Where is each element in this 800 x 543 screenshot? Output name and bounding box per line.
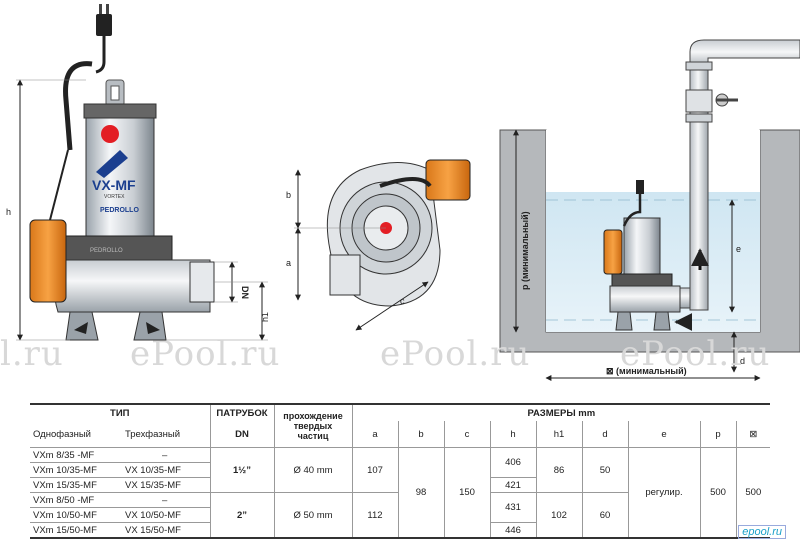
header-c: c <box>443 421 490 448</box>
h-row4: 431 <box>489 492 536 523</box>
pump-model-label: VX-MF <box>92 177 136 193</box>
sq-shared: 500 <box>735 447 771 539</box>
row-three: – <box>122 447 210 463</box>
header-three-phase: Трехфазный <box>122 421 210 448</box>
row-single: VXm 15/35-MF <box>30 477 122 493</box>
table-row: VXm 10/35-MF VX 10/35-MF <box>30 462 770 478</box>
h-row6: 446 <box>489 522 536 539</box>
p-shared: 500 <box>699 447 736 539</box>
dim-sq-min: ⊠ (минимальный) <box>606 366 687 376</box>
row-three: – <box>122 492 210 508</box>
table-row: VXm 8/50 -MF – 2” Ø 50 mm 112 431 102 60 <box>30 492 770 539</box>
b-shared: 98 <box>397 447 444 539</box>
h-row3: 421 <box>489 477 536 493</box>
header-dn: DN <box>209 421 274 448</box>
brand-logo: epool.ru <box>738 525 786 539</box>
header-b: b <box>397 421 444 448</box>
d-group1: 50 <box>581 447 628 493</box>
table-row: VXm 15/35-MF VX 15/35-MF 421 <box>30 477 770 493</box>
technical-drawing: VX-MF VORTEX PEDROLLO PEDROLLO h DN h1 <box>6 4 800 381</box>
pump-top-view: b a c <box>286 159 471 331</box>
dim-a: a <box>286 258 291 268</box>
row-single: VXm 8/35 -MF <box>30 447 122 463</box>
watermark-2: ePool.ru <box>380 334 531 374</box>
h1-group2: 102 <box>535 492 582 539</box>
row-three: VX 15/50-MF <box>122 522 210 539</box>
header-d: d <box>581 421 628 448</box>
watermark-3: ePool.ru <box>620 334 771 374</box>
header-sq: ⊠ <box>735 421 771 448</box>
dim-h: h <box>6 207 11 217</box>
pump-side-view: VX-MF VORTEX PEDROLLO PEDROLLO h DN h1 <box>6 4 270 341</box>
header-type: ТИП <box>30 403 210 421</box>
svg-text:PEDROLLO: PEDROLLO <box>90 248 123 254</box>
passage-group1: Ø 40 mm <box>273 447 352 493</box>
dim-c: c <box>400 296 405 306</box>
d-group2: 60 <box>581 492 628 539</box>
row-three: VX 15/35-MF <box>122 477 210 493</box>
passage-group2: Ø 50 mm <box>273 492 352 539</box>
a-group2: 112 <box>351 492 398 539</box>
header-sizes: РАЗМЕРЫ mm <box>351 403 771 421</box>
dim-dn: DN <box>240 286 250 299</box>
row-single: VXm 10/35-MF <box>30 462 122 478</box>
table-row: VXm 8/35 -MF – 1½” Ø 40 mm 107 98 150 40… <box>30 447 771 539</box>
installation-view: p (минимальный) e d ⊠ (минимальный) <box>499 39 800 381</box>
header-h: h <box>489 421 536 448</box>
table-row: VXm 15/50-MF VX 15/50-MF 446 <box>30 522 770 539</box>
row-three: VX 10/35-MF <box>122 462 210 478</box>
watermark-partial: l.ru <box>0 334 64 374</box>
a-group1: 107 <box>351 447 398 493</box>
row-single: VXm 8/50 -MF <box>30 492 122 508</box>
row-single: VXm 15/50-MF <box>30 522 122 539</box>
pump-sub-label: VORTEX <box>104 194 125 200</box>
dim-e: e <box>736 244 741 254</box>
watermark-1: ePool.ru <box>130 334 281 374</box>
header-single-phase: Однофазный <box>30 421 122 448</box>
table-row: VXm 10/50-MF VX 10/50-MF <box>30 507 770 523</box>
header-h1: h1 <box>535 421 582 448</box>
c-shared: 150 <box>443 447 490 539</box>
spec-table: ТИП ПАТРУБОК прохождение твердых частиц … <box>30 403 771 539</box>
dn-group1: 1½” <box>209 447 274 493</box>
pump-brand-label: PEDROLLO <box>100 207 139 214</box>
header-a: a <box>351 421 398 448</box>
header-passage: прохождение твердых частиц <box>273 403 352 448</box>
h-row1: 406 <box>489 447 536 478</box>
dim-p-min: p (минимальный) <box>520 211 530 290</box>
dim-h1: h1 <box>260 312 270 322</box>
dim-d: d <box>740 356 745 366</box>
row-single: VXm 10/50-MF <box>30 507 122 523</box>
h1-group1: 86 <box>535 447 582 493</box>
header-e: e <box>627 421 700 448</box>
row-three: VX 10/50-MF <box>122 507 210 523</box>
header-p: p <box>699 421 736 448</box>
e-shared: регулир. <box>627 447 700 539</box>
dn-group2: 2” <box>209 492 274 539</box>
header-outlet: ПАТРУБОК <box>209 403 274 421</box>
dim-b: b <box>286 190 291 200</box>
